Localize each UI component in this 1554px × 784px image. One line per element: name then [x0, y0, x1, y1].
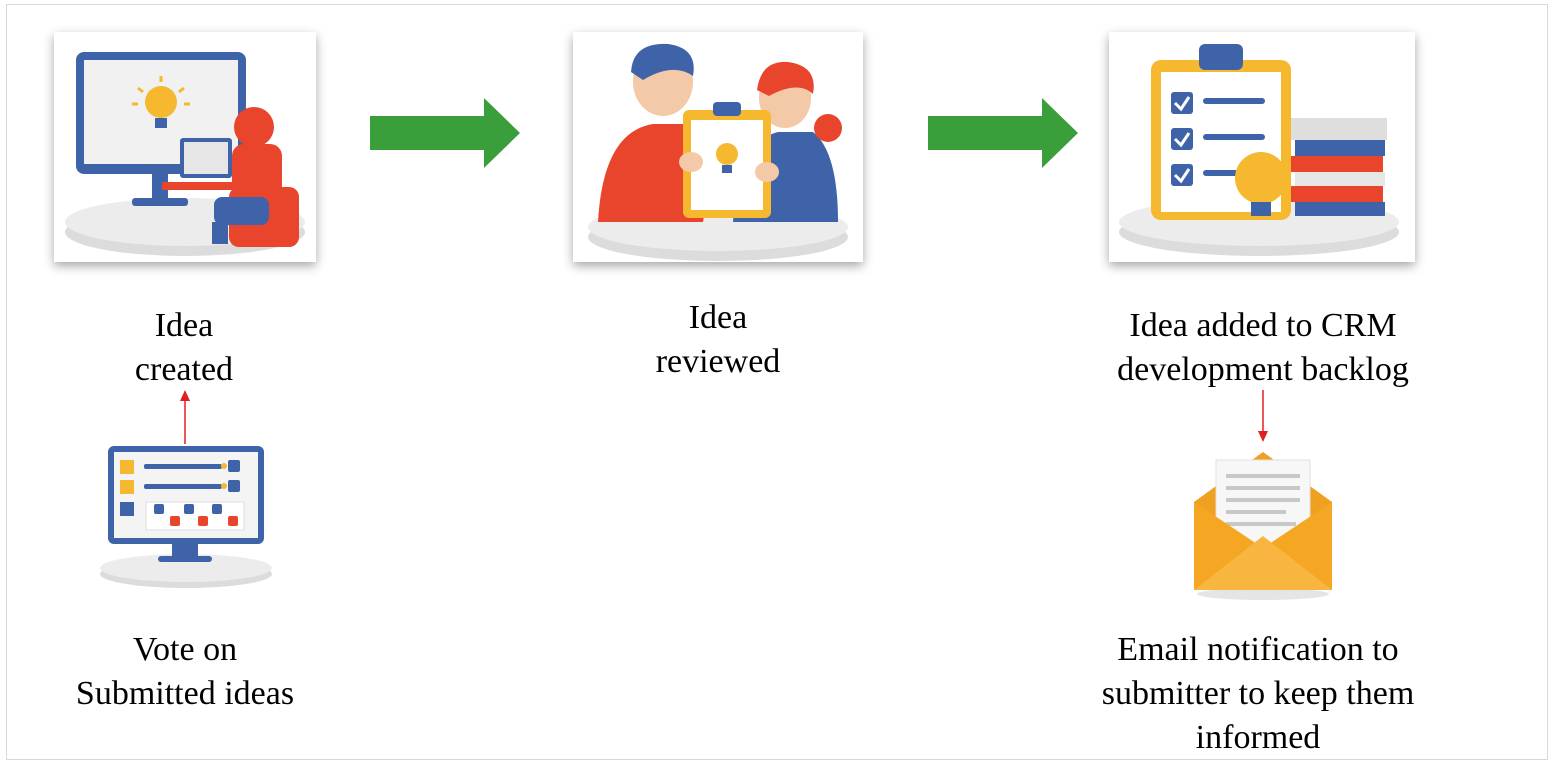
step-label-created: Idea created	[134, 307, 234, 388]
flow-arrow-2	[928, 98, 1078, 168]
step-label-backlog: Idea added to CRM development backlog	[1117, 307, 1409, 388]
people-review-icon	[573, 32, 863, 262]
clipboard-backlog-icon	[1109, 32, 1415, 262]
vote-link-arrow	[180, 390, 190, 444]
diagram-frame	[6, 4, 1548, 760]
envelope-icon	[1190, 452, 1336, 602]
vote-monitor-icon	[96, 444, 276, 588]
email-link-arrow	[1258, 390, 1268, 442]
step-label-vote: Vote on Submitted ideas	[75, 631, 295, 712]
monitor-idea-icon	[54, 32, 316, 262]
step-label-email: Email notification to submitter to keep …	[1101, 631, 1415, 756]
flow-arrow-1	[370, 98, 520, 168]
step-label-reviewed: Idea reviewed	[655, 299, 781, 380]
